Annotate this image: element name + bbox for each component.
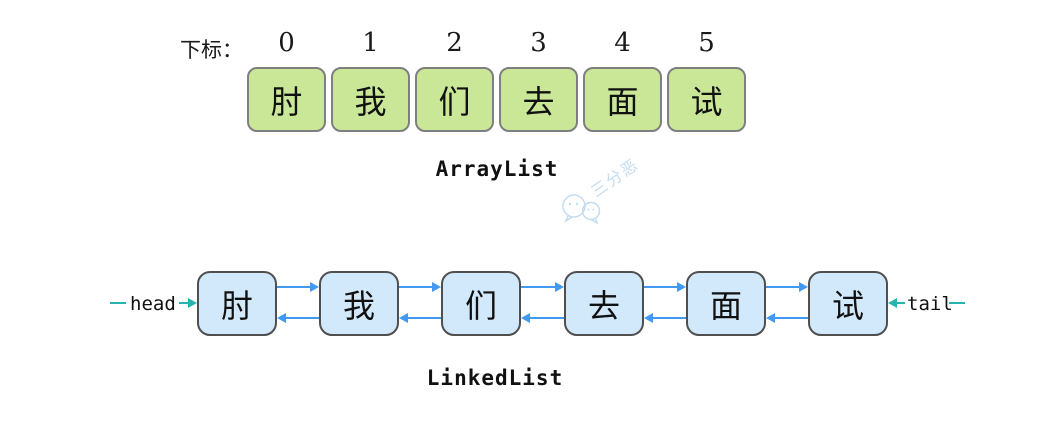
- next-arrow-line: [521, 286, 555, 288]
- array-index: 0: [278, 28, 295, 58]
- next-arrow-line: [277, 286, 310, 288]
- array-index: 5: [698, 28, 715, 58]
- next-arrow-line: [644, 286, 677, 288]
- prev-arrow-icon: [277, 313, 286, 323]
- linkedlist-caption: LinkedList: [426, 366, 564, 390]
- prev-arrow-icon: [399, 313, 408, 323]
- array-index: 3: [530, 28, 547, 58]
- array-index: 1: [362, 28, 379, 58]
- next-arrow-icon: [799, 282, 808, 292]
- tail-dash: [949, 302, 965, 304]
- array-index: 2: [446, 28, 463, 58]
- array-cell: 面: [583, 67, 662, 132]
- array-cell: 试: [667, 67, 746, 132]
- next-arrow-line: [399, 286, 432, 288]
- next-arrow-icon: [677, 282, 686, 292]
- prev-arrow-line: [530, 317, 564, 319]
- prev-arrow-line: [775, 317, 808, 319]
- tail-arrow-icon: [888, 298, 897, 308]
- array-cell: 们: [415, 67, 494, 132]
- tail-label: tail: [907, 293, 953, 315]
- prev-arrow-line: [408, 317, 441, 319]
- array-cell: 我: [331, 67, 410, 132]
- head-arrow-line: [179, 302, 189, 304]
- next-arrow-icon: [310, 282, 319, 292]
- linked-node: 我: [319, 271, 399, 336]
- linked-node: 试: [808, 271, 888, 336]
- prev-arrow-line: [286, 317, 319, 319]
- tail-arrow-line: [897, 302, 905, 304]
- prev-arrow-icon: [521, 313, 530, 323]
- head-arrow-icon: [188, 298, 197, 308]
- linked-node: 肘: [197, 271, 277, 336]
- wechat-bubbles-icon: [562, 194, 601, 225]
- array-cell: 去: [499, 67, 578, 132]
- array-cell: 肘: [247, 67, 326, 132]
- linked-node: 面: [686, 271, 766, 336]
- head-dash: [110, 302, 126, 304]
- prev-arrow-icon: [766, 313, 775, 323]
- linked-node: 们: [441, 271, 521, 336]
- prev-arrow-line: [653, 317, 686, 319]
- head-label: head: [130, 293, 176, 315]
- next-arrow-icon: [555, 282, 564, 292]
- array-index-title: 下标：: [180, 38, 243, 62]
- array-index: 4: [614, 28, 631, 58]
- linked-node: 去: [564, 271, 644, 336]
- arraylist-caption: ArrayList: [435, 157, 559, 181]
- prev-arrow-icon: [644, 313, 653, 323]
- next-arrow-icon: [432, 282, 441, 292]
- next-arrow-line: [766, 286, 799, 288]
